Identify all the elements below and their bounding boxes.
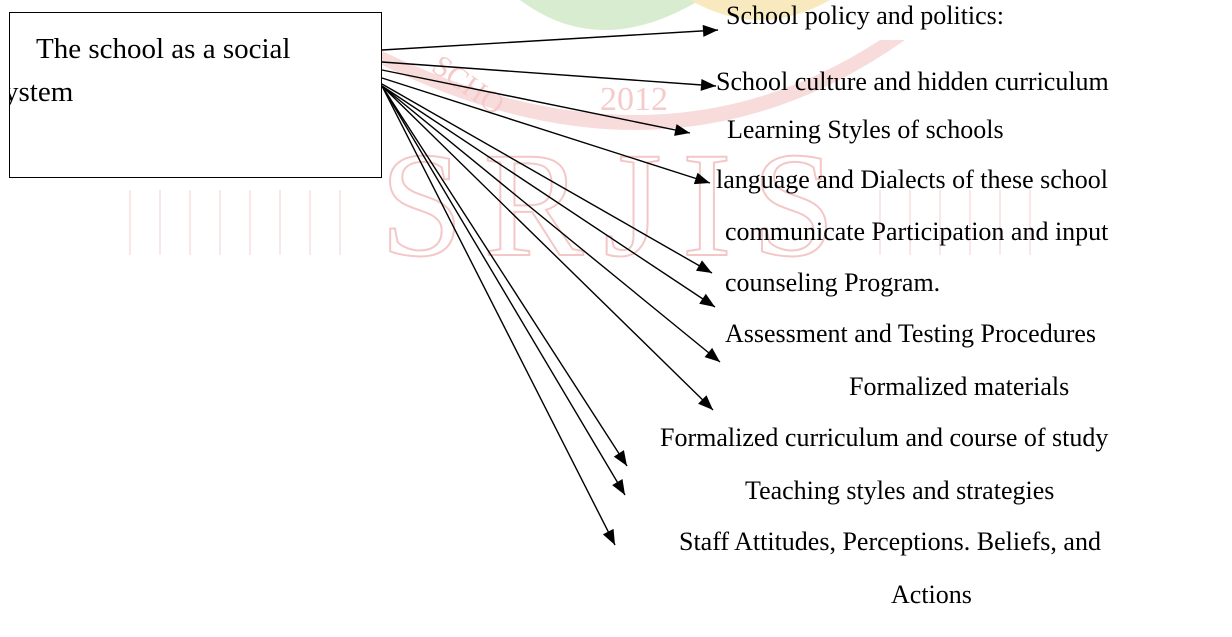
- target-label-formalized-materials: Formalized materials: [849, 372, 1070, 401]
- arrowhead-icon: [696, 260, 712, 273]
- connector-line: [381, 85, 616, 546]
- connector-arrow: [381, 85, 628, 467]
- target-label-learning-styles: Learning Styles of schools: [727, 115, 1004, 144]
- connector-line: [381, 69, 691, 134]
- connector-arrow: [381, 83, 713, 274]
- connector-arrow: [381, 85, 716, 308]
- arrowhead-icon: [674, 124, 690, 136]
- connector-arrow: [381, 61, 717, 91]
- target-label-actions: Actions: [891, 580, 972, 609]
- connector-arrow: [381, 69, 691, 136]
- arrowhead-icon: [700, 78, 716, 91]
- connector-arrow: [381, 77, 711, 185]
- target-label-assessment-testing: Assessment and Testing Procedures: [725, 319, 1097, 348]
- watermark-leaf-shape: [520, 0, 700, 30]
- connector-line: [381, 61, 717, 87]
- target-label-formalized-curriculum: Formalized curriculum and course of stud…: [660, 423, 1109, 452]
- arrowhead-icon: [613, 450, 627, 466]
- watermark-arc-band: [335, 40, 905, 130]
- watermark-logo-text: SRJIS: [380, 122, 855, 288]
- target-label-school-culture: School culture and hidden curriculum: [716, 67, 1109, 96]
- connector-line: [381, 85, 721, 363]
- connector-line: [381, 29, 719, 51]
- arrowhead-icon: [702, 24, 718, 37]
- target-label-communicate: communicate Participation and input: [725, 217, 1109, 246]
- arrowhead-icon: [698, 395, 713, 410]
- source-node-label-line2: ystem: [9, 76, 74, 108]
- target-label-school-policy: School policy and politics:: [726, 1, 1005, 30]
- connector-line: [381, 85, 714, 411]
- connector-arrow: [381, 85, 714, 411]
- arrowhead-icon: [699, 293, 715, 307]
- target-label-staff-attitudes: Staff Attitudes, Perceptions. Beliefs, a…: [679, 527, 1101, 556]
- arrowhead-icon: [612, 479, 625, 495]
- watermark-leaf-shape-2: [690, 0, 830, 20]
- connector-arrow: [381, 24, 719, 51]
- target-label-teaching-styles: Teaching styles and strategies: [745, 476, 1055, 505]
- connector-line: [381, 85, 716, 308]
- target-label-counseling-program: counseling Program.: [725, 268, 941, 297]
- arrowhead-icon: [704, 347, 720, 362]
- connector-line: [381, 77, 711, 184]
- connector-line: [381, 85, 628, 467]
- target-label-language-dialects: language and Dialects of these school: [716, 165, 1109, 194]
- connector-arrow: [381, 85, 616, 546]
- source-node-box: The school as a social ystem: [9, 12, 382, 178]
- connector-arrow: [381, 85, 721, 363]
- arrowhead-icon: [602, 528, 615, 545]
- watermark-year: 2012: [600, 81, 668, 118]
- connector-line: [381, 83, 713, 274]
- connector-arrow: [381, 85, 626, 496]
- watermark-stripes: [129, 190, 1031, 255]
- arrowhead-icon: [693, 172, 710, 185]
- source-node-label-line1: The school as a social: [36, 33, 291, 65]
- connector-line: [381, 85, 626, 496]
